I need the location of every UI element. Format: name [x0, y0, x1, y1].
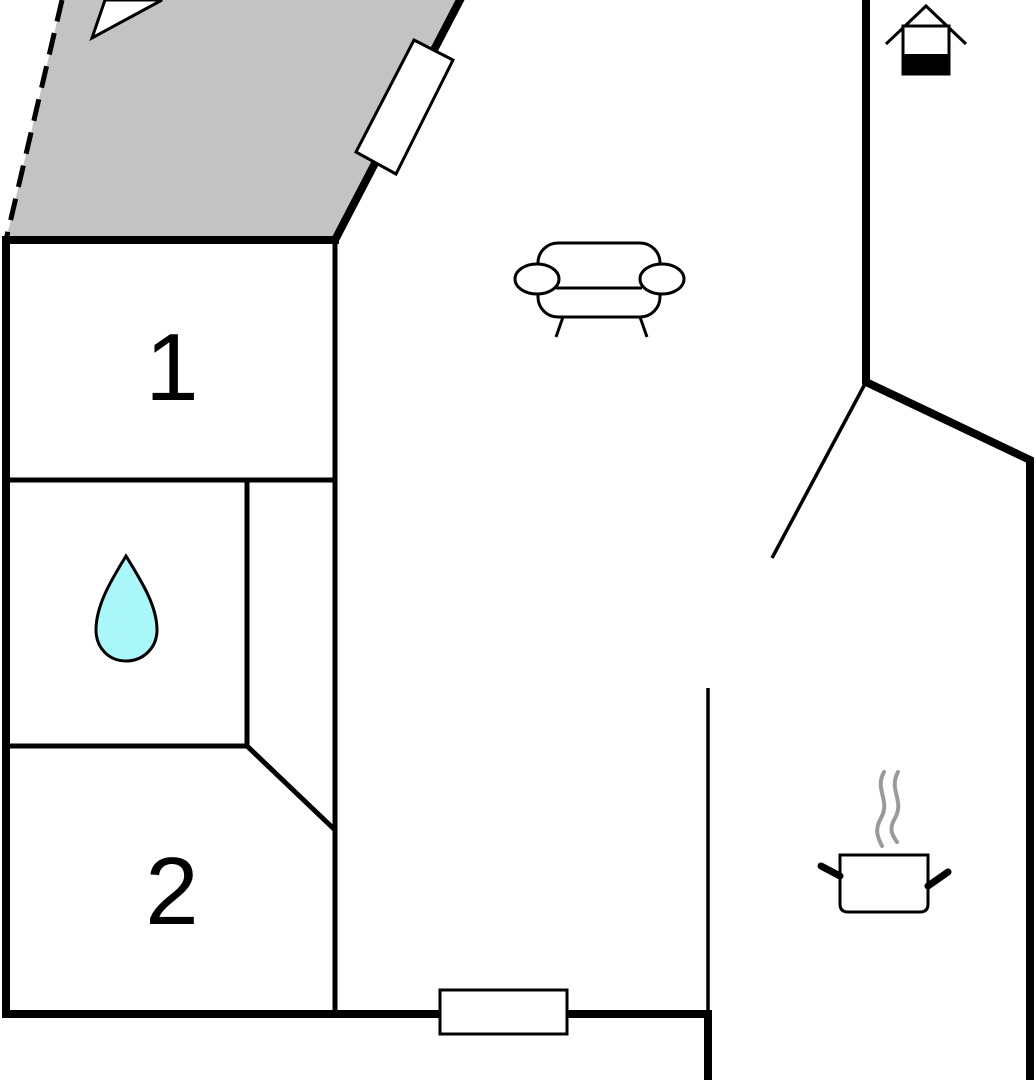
window-icon	[353, 37, 456, 177]
outer-wall-right	[862, 0, 1034, 1080]
outer-wall-left	[2, 236, 712, 1080]
terrace-dashed-edge	[3, 0, 65, 241]
kitchen-angled-wall	[770, 381, 868, 559]
water-drop-icon	[94, 553, 159, 663]
window-icon	[438, 988, 569, 1036]
triangle-icon	[89, 0, 163, 42]
terrace-area	[6, 0, 460, 240]
cooking-pot-icon	[817, 770, 952, 914]
room-label-1: 1	[145, 314, 198, 421]
sofa-icon	[513, 241, 686, 338]
wall-closet-diagonal	[245, 744, 337, 832]
room-label-2: 2	[145, 838, 198, 945]
house-icon	[884, 3, 968, 76]
